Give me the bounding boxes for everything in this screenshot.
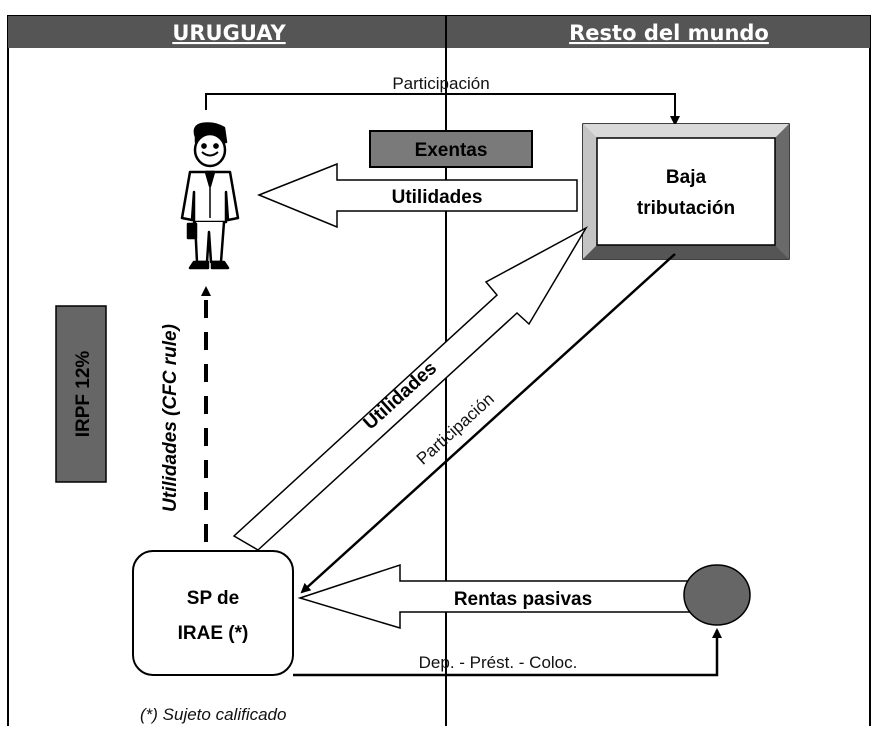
rentas-pasivas-label: Rentas pasivas [454, 589, 592, 610]
irpf-box [55, 305, 107, 483]
baja-tributacion-box-inner [596, 137, 776, 246]
foreign-entity-circle [683, 564, 751, 626]
utilidades-diagonal-arrow [232, 226, 589, 551]
baja-line1: Baja [666, 167, 707, 188]
dep-connector [293, 628, 722, 677]
header-uruguay: URUGUAY [172, 21, 286, 45]
footnote: (*) Sujeto calificado [140, 705, 286, 724]
sp-line1: SP de [187, 588, 239, 609]
sp-irae-box [132, 550, 294, 676]
baja-bevel-top [583, 124, 789, 138]
baja-bevel-left [583, 124, 597, 259]
exentas-box [369, 130, 533, 168]
participacion-top-connector [205, 93, 680, 126]
header-bar [8, 16, 870, 48]
baja-bevel-right [775, 124, 789, 259]
baja-line2: tributación [637, 198, 735, 219]
irpf-label: IRPF 12% [73, 351, 94, 438]
baja-bevel-bottom [583, 245, 789, 259]
sp-line2: IRAE (*) [178, 623, 249, 644]
header-resto-del-mundo: Resto del mundo [569, 21, 769, 45]
participacion-diagonal-line [300, 253, 676, 594]
exentas-label: Exentas [415, 140, 488, 161]
participacion-top-label: Participación [392, 74, 489, 93]
utilidades-top-label: Utilidades [392, 187, 483, 208]
utilidades-top-arrow [256, 162, 578, 229]
cfc-label: Utilidades (CFC rule) [160, 324, 181, 512]
dep-label: Dep. - Prést. - Coloc. [419, 653, 578, 672]
businessman-icon [180, 122, 240, 270]
